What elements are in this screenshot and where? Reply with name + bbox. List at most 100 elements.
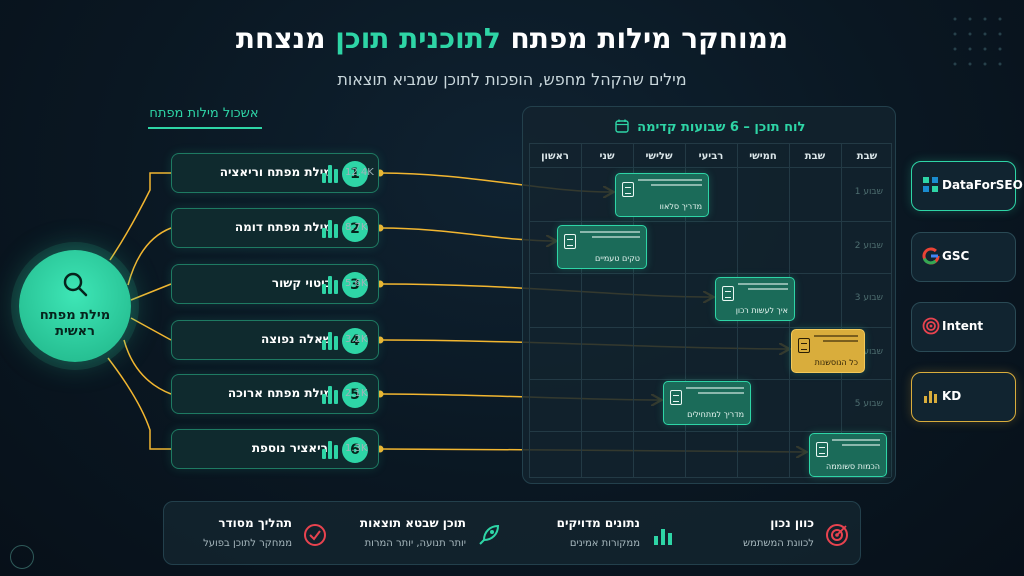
calendar-week-label: שבוע 5: [854, 399, 883, 409]
keyword-item[interactable]: 3 ביטוי קשור 5.6K: [171, 264, 379, 304]
content-card[interactable]: איך לעשות רכון: [715, 277, 795, 321]
content-card-caption: הכמות סשוממה: [825, 462, 880, 471]
volume-bar: [328, 165, 332, 183]
dataforseo-logo-icon: [923, 177, 938, 192]
volume-bar: [328, 220, 332, 238]
volume-bars-icon: [322, 386, 340, 404]
content-calendar: לוח תוכן – 6 שבועות קדימה ראשון שני שלישי ר…: [522, 106, 896, 484]
volume-bar: [328, 386, 332, 404]
document-icon: [798, 338, 810, 353]
hub-label: מילת מפתח ראשית: [19, 308, 131, 340]
title-accent: לתוכנית תוכן: [335, 22, 501, 55]
cluster-title: אשכול מילות מפתח: [149, 106, 259, 121]
search-icon: [63, 272, 88, 297]
tool-card[interactable]: DataForSEO: [911, 161, 1023, 211]
keyword-volume: 2.1K: [345, 388, 368, 399]
calendar-day-header: שלישי: [645, 151, 673, 162]
keyword-volume: 1.3K: [345, 443, 368, 454]
content-card[interactable]: מדריך למתחילים: [663, 381, 751, 425]
hub-label-line2: ראשית: [55, 324, 95, 339]
keyword-label: מילת מפתח וריאציה: [219, 165, 332, 179]
bar-chart-icon: [654, 529, 672, 545]
tool-name: KD: [942, 389, 962, 403]
brand-logo-icon: [10, 545, 34, 569]
calendar-col-line: [685, 143, 686, 477]
document-icon: [816, 442, 828, 457]
calendar-day-header: שבת: [856, 151, 878, 162]
feature-title: תהליך מסודר: [218, 516, 292, 530]
hub-connectors: [107, 172, 172, 450]
keyword-number: 5: [342, 382, 368, 408]
volume-bars-icon: [322, 332, 340, 350]
tool-card[interactable]: KD: [911, 372, 1016, 422]
keyword-volume: 5.6K: [345, 278, 368, 289]
document-icon: [622, 182, 634, 197]
calendar-row-line: [529, 477, 891, 478]
card-text-lines: [738, 283, 788, 293]
card-text-lines: [686, 387, 744, 397]
volume-bar: [328, 441, 332, 459]
calendar-title-text: לוח תוכן – 6 שבועות קדימה: [637, 120, 806, 135]
calendar-day-header: שבת: [804, 151, 826, 162]
calendar-col-line: [529, 143, 530, 477]
content-card-caption: כל הנוסשנות: [814, 358, 858, 367]
keyword-item[interactable]: 5 מילת מפתח ארוכה 2.1K: [171, 374, 379, 414]
volume-bars-icon: [322, 220, 340, 238]
calendar-row-line: [529, 327, 891, 328]
feature-description: יותר תנועה, יותר המרות: [364, 538, 466, 549]
calendar-row-line: [529, 221, 891, 222]
volume-bars-icon: [322, 165, 340, 183]
tool-card[interactable]: GSC: [911, 232, 1016, 282]
volume-bar: [334, 390, 338, 404]
calendar-day-header: שני: [599, 151, 615, 162]
calendar-row-line: [529, 379, 891, 380]
page-subtitle: מילים שהקהל מחפש, הופכות לתוכן שמביא תוצ…: [337, 70, 687, 89]
card-text-lines: [814, 335, 858, 345]
calendar-day-header: רביעי: [698, 151, 724, 162]
content-card-caption: טקים טעמיים: [594, 254, 640, 263]
page-title: ממוחקר מילות מפתח לתוכנית תוכן מנצחת: [0, 22, 1024, 55]
volume-bar: [334, 169, 338, 183]
tool-card[interactable]: Intent: [911, 302, 1016, 352]
volume-bar: [322, 394, 326, 404]
volume-bars-icon: [322, 441, 340, 459]
calendar-day-header: ראשון: [541, 151, 569, 162]
target-icon: [826, 524, 848, 546]
keyword-label: מילת מפתח ארוכה: [227, 386, 332, 400]
volume-bar: [322, 340, 326, 350]
check-circle-icon: [304, 524, 326, 546]
dot-grid-decoration-icon: [953, 17, 1002, 66]
google-g-icon: [922, 247, 940, 265]
tool-name: DataForSEO: [942, 178, 1023, 192]
content-card[interactable]: טקים טעמיים: [557, 225, 647, 269]
hub-label-line1: מילת מפתח: [39, 308, 111, 323]
calendar-week-label: שבוע 1: [854, 187, 883, 197]
keyword-volume: 8.7K: [345, 222, 368, 233]
volume-bar: [334, 445, 338, 459]
keyword-label: ביטוי קשור: [271, 276, 332, 290]
volume-bar: [334, 280, 338, 294]
content-card[interactable]: הכמות סשוממה: [809, 433, 887, 477]
calendar-row-line: [529, 143, 891, 144]
calendar-row-line: [529, 167, 891, 168]
content-card[interactable]: מדריך סלאוו: [615, 173, 709, 217]
calendar-week-label: שבוע 3: [854, 293, 883, 303]
card-text-lines: [638, 179, 702, 189]
volume-bar: [328, 276, 332, 294]
primary-keyword-hub[interactable]: מילת מפתח ראשית: [19, 250, 131, 362]
feature-description: ממקורות אמינים: [569, 538, 640, 549]
calendar-col-line: [633, 143, 634, 477]
keyword-volume: 3.2K: [345, 334, 368, 345]
feature-title: נתונים מדויקים: [556, 516, 640, 530]
tool-name: Intent: [942, 319, 984, 333]
keyword-label: מילת מפתח דומה: [234, 220, 332, 234]
content-card[interactable]: כל הנוסשנות: [791, 329, 865, 373]
keyword-number: 3: [342, 272, 368, 298]
